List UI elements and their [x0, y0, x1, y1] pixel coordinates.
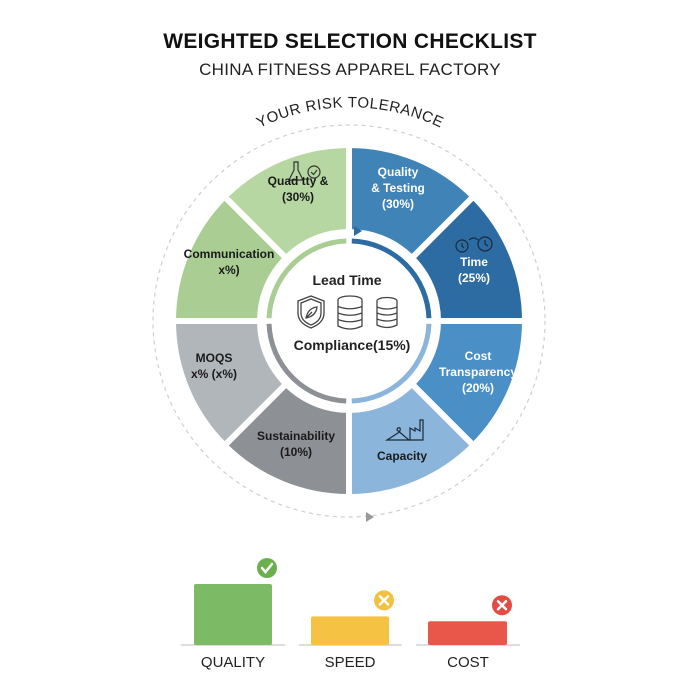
segment-label: (25%): [458, 271, 490, 285]
segment-label: Time: [460, 255, 488, 269]
segment-label: Transparency: [439, 365, 517, 379]
risk-tolerance-label: YOUR RISK TOLERANCE: [254, 94, 446, 131]
clocks-icon: [455, 236, 493, 253]
inner-ring-arc: [351, 238, 432, 319]
database-icon: [337, 295, 363, 330]
bar-label-quality: QUALITY: [200, 654, 266, 671]
bar-cost: [428, 621, 507, 645]
center-top-label: Lead Time: [313, 272, 382, 288]
segment-label: (10%): [280, 445, 312, 459]
inner-ring-arc: [266, 238, 347, 319]
segment-label: Quality: [378, 165, 419, 179]
segment-label: x% (x%): [191, 367, 237, 381]
segment-label: Communication: [184, 247, 275, 261]
segment-label: (30%): [282, 190, 314, 204]
bar-quality: [194, 584, 272, 645]
inner-arrow-icon: [354, 226, 362, 236]
shield-leaf-icon: [297, 295, 325, 329]
page-title: WEIGHTED SELECTION CHECKLIST: [163, 30, 537, 53]
segment-label: & Testing: [371, 181, 425, 195]
segment-label: Quad tty &: [268, 174, 329, 188]
database-icon: [376, 296, 398, 329]
inner-ring-arc: [266, 323, 347, 404]
bar-speed: [311, 616, 389, 645]
cross-status-icon: [374, 590, 394, 611]
segment-label: MOQS: [196, 351, 233, 365]
segment-label: (30%): [382, 197, 414, 211]
segment-label: Sustainability: [257, 429, 335, 443]
ring-arrow-icon: [366, 512, 374, 522]
flask-check-icon: [288, 161, 321, 181]
inner-ring-arc: [351, 323, 432, 404]
segment-label: Capacity: [377, 449, 427, 463]
bar-label-speed: SPEED: [324, 654, 376, 671]
cross-status-icon: [492, 595, 512, 616]
segment-label: Cost: [465, 349, 492, 363]
segment-label: (20%): [462, 381, 494, 395]
segment-label: x%): [218, 263, 239, 277]
bar-label-cost: COST: [447, 654, 489, 671]
hanger-factory-icon: [384, 419, 424, 441]
center-bottom-label: Compliance(15%): [294, 337, 411, 353]
outer-dashed-ring: [152, 124, 546, 518]
check-status-icon: [257, 558, 277, 578]
page-subtitle: CHINA FITNESS APPAREL FACTORY: [199, 60, 501, 79]
